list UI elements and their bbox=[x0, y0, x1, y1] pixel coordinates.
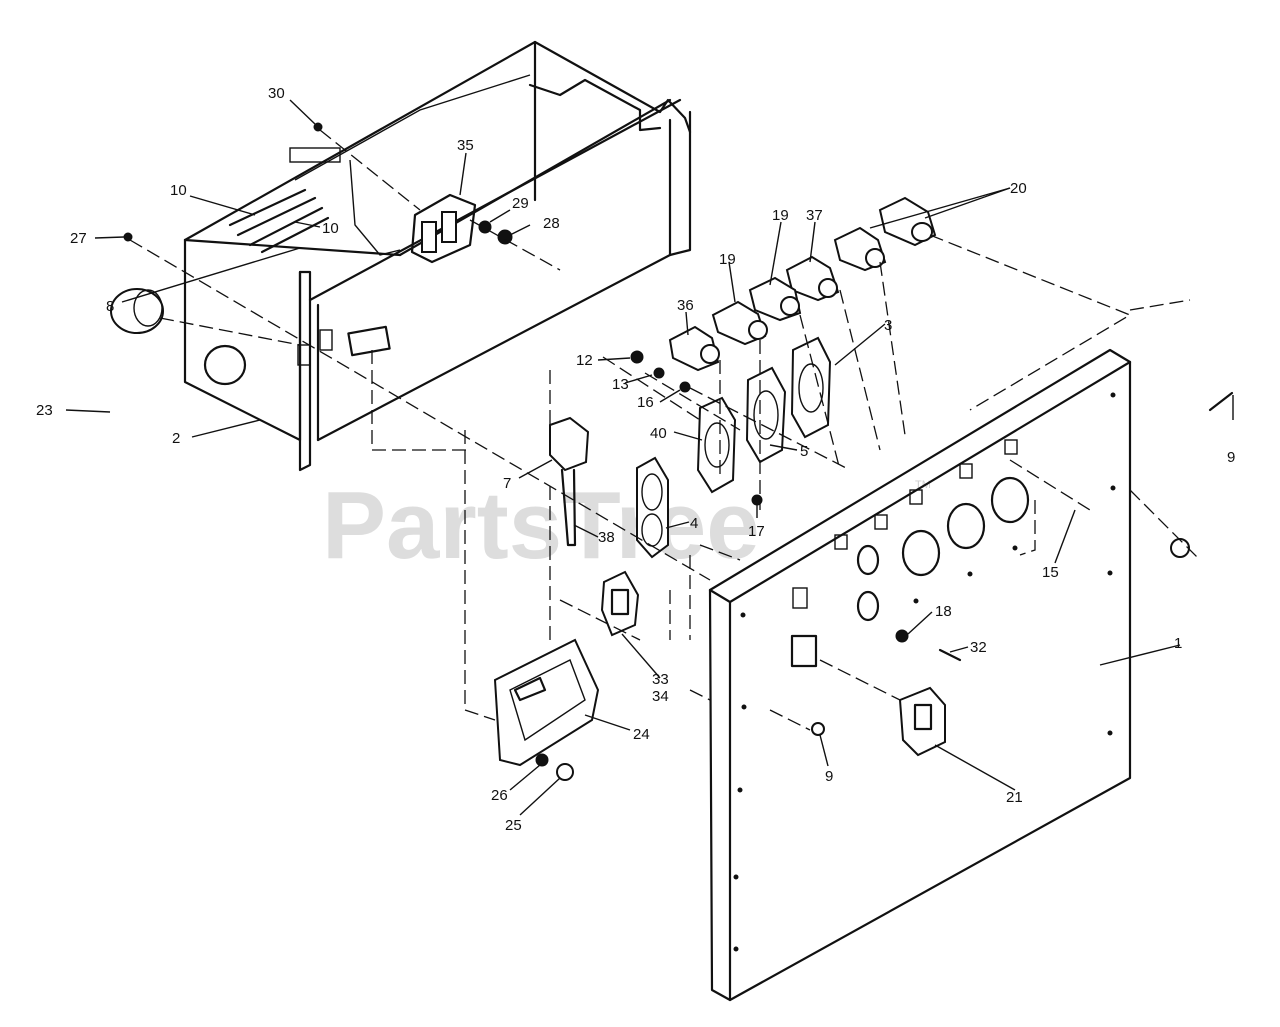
callout-2: 2 bbox=[172, 430, 180, 447]
callout-12: 12 bbox=[576, 352, 593, 369]
callout-30: 30 bbox=[268, 85, 285, 102]
nut-28 bbox=[497, 229, 513, 245]
callout-21: 21 bbox=[1006, 789, 1023, 806]
circuit-breaker-19a bbox=[711, 300, 768, 346]
nut-12 bbox=[630, 350, 644, 364]
callout-10-second: 10 bbox=[322, 220, 339, 237]
callout-1: 1 bbox=[1174, 635, 1182, 652]
callout-29: 29 bbox=[512, 195, 529, 212]
callout-38: 38 bbox=[598, 529, 615, 546]
leader-lines bbox=[65, 99, 1234, 816]
star-washer-18 bbox=[895, 629, 909, 643]
washer-16 bbox=[679, 381, 691, 393]
callout-18: 18 bbox=[935, 603, 952, 620]
nut-25 bbox=[556, 763, 574, 781]
callout-15: 15 bbox=[1042, 564, 1059, 581]
screw-9b bbox=[811, 722, 825, 736]
callout-34: 34 bbox=[652, 688, 669, 705]
receptacle-3 bbox=[790, 336, 832, 439]
callout-28: 28 bbox=[543, 215, 560, 232]
callout-24: 24 bbox=[633, 726, 650, 743]
washer-13 bbox=[653, 367, 665, 379]
switch-21 bbox=[898, 686, 946, 757]
rectifier-35 bbox=[410, 193, 477, 264]
connector-7 bbox=[549, 416, 590, 547]
outlet-33 bbox=[600, 570, 640, 637]
circuit-breaker-20a bbox=[878, 196, 937, 247]
callout-20: 20 bbox=[1010, 180, 1027, 197]
assembly-lines bbox=[129, 129, 1201, 731]
callout-4: 4 bbox=[690, 515, 698, 532]
duplex-receptacle-4 bbox=[636, 456, 669, 559]
callout-17: 17 bbox=[748, 523, 765, 540]
screw-32 bbox=[938, 648, 962, 662]
callout-19-second: 19 bbox=[719, 251, 736, 268]
receptacle-5 bbox=[745, 366, 787, 464]
callout-19: 19 bbox=[772, 207, 789, 224]
callout-3: 3 bbox=[884, 317, 892, 334]
callout-5: 5 bbox=[800, 443, 808, 460]
callout-16: 16 bbox=[637, 394, 654, 411]
callout-40: 40 bbox=[650, 425, 667, 442]
watermark: PartsTree bbox=[322, 472, 760, 579]
callout-37: 37 bbox=[806, 207, 823, 224]
callout-26: 26 bbox=[491, 787, 508, 804]
callout-25: 25 bbox=[505, 817, 522, 834]
screw-9a bbox=[1208, 391, 1234, 412]
callout-9: 9 bbox=[1227, 449, 1235, 466]
circuit-breaker-19b bbox=[748, 276, 802, 322]
circuit-breaker-20b bbox=[833, 226, 887, 272]
front-panel-1 bbox=[708, 348, 1132, 1002]
callout-9-second: 9 bbox=[825, 768, 833, 785]
callout-33: 33 bbox=[652, 671, 669, 688]
callout-7: 7 bbox=[503, 475, 511, 492]
callout-labels: 30 35 10 10 29 28 27 8 23 2 20 19 37 19 … bbox=[36, 85, 1235, 834]
module-24 bbox=[493, 638, 600, 767]
callout-27: 27 bbox=[70, 230, 87, 247]
control-box-housing bbox=[183, 40, 692, 472]
callout-35: 35 bbox=[457, 137, 474, 154]
callout-36: 36 bbox=[677, 297, 694, 314]
callout-23: 23 bbox=[36, 402, 53, 419]
callout-10: 10 bbox=[170, 182, 187, 199]
callout-32: 32 bbox=[970, 639, 987, 656]
plug-23 bbox=[110, 288, 164, 334]
grommet bbox=[1170, 538, 1190, 558]
washer-26 bbox=[535, 753, 549, 767]
callout-13: 13 bbox=[612, 376, 629, 393]
receptacle-40 bbox=[696, 396, 737, 494]
callout-8: 8 bbox=[106, 298, 114, 315]
circuit-breaker-36 bbox=[668, 325, 720, 372]
